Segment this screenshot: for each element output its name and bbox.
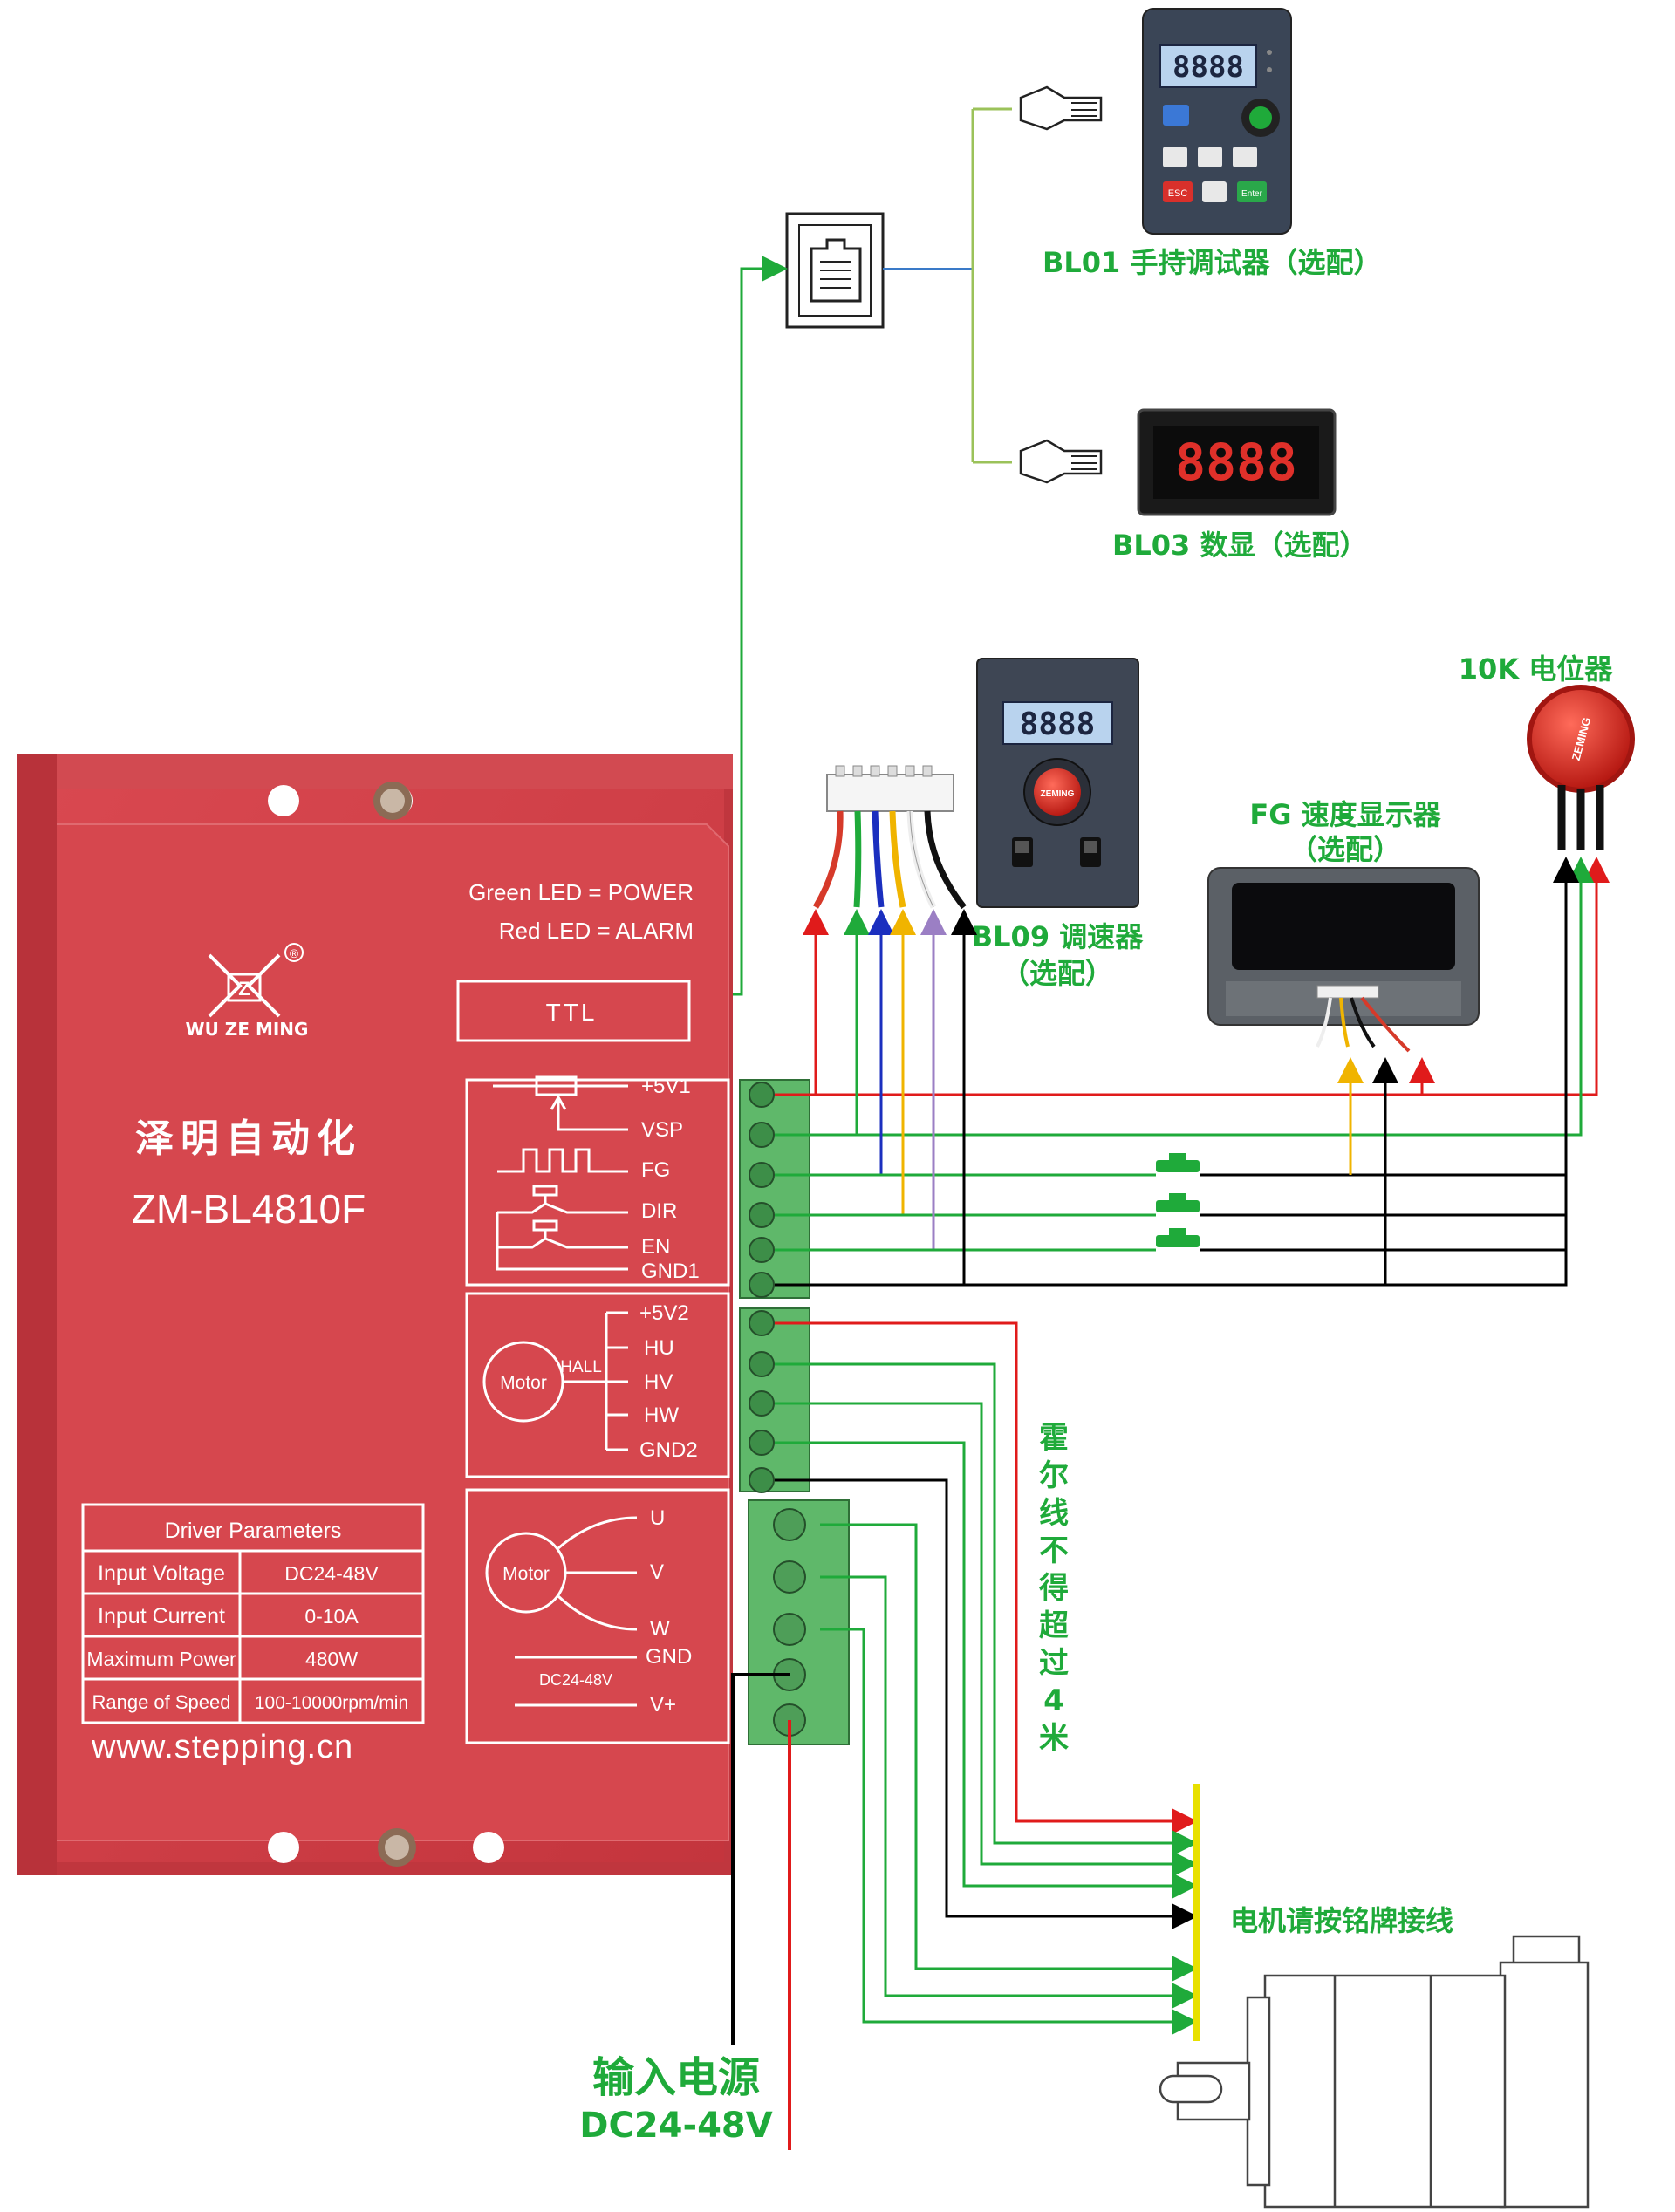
signal-terminal-block <box>739 1079 810 1299</box>
brand-name: WU ZE MING <box>186 1019 309 1040</box>
switch-icon <box>1156 1193 1200 1212</box>
pin-w: W <box>650 1617 670 1641</box>
svg-text:®: ® <box>290 946 299 960</box>
bldc-motor-icon <box>1159 1935 1590 2209</box>
pin-fg: FG <box>641 1158 670 1182</box>
pin-v: V <box>650 1560 664 1584</box>
six-pin-connector-icon <box>826 765 954 812</box>
wuzeming-logo: Z ® <box>208 943 304 1018</box>
svg-text:Z: Z <box>238 978 250 1000</box>
param-value: 100-10000rpm/min <box>255 1693 408 1713</box>
pin-gnd2: GND2 <box>639 1438 698 1462</box>
fg-display-label-line2: （选配） <box>1289 833 1401 866</box>
signal-panel <box>465 1078 730 1287</box>
hall-terminal-block <box>739 1307 810 1493</box>
pin-5v1: +5V1 <box>641 1075 691 1098</box>
hall-panel <box>465 1292 730 1478</box>
pin-5v2: +5V2 <box>639 1301 689 1325</box>
power-range: DC24-48V <box>539 1671 612 1689</box>
ttl-port <box>456 980 691 1042</box>
pin-vplus: V+ <box>650 1693 676 1717</box>
model-number: ZM-BL4810F <box>132 1186 366 1232</box>
parameters-table <box>81 1503 425 1724</box>
pin-hw: HW <box>644 1403 679 1427</box>
pin-hu: HU <box>644 1336 674 1360</box>
param-value: DC24-48V <box>284 1562 379 1585</box>
potentiometer-knob: ZEMING <box>1527 685 1635 793</box>
power-terminal-block <box>748 1499 850 1745</box>
param-value: 0-10A <box>304 1605 359 1628</box>
rj45-plug-icon <box>1019 85 1103 131</box>
bl03-display: 8888 <box>1175 433 1297 492</box>
fg-display-label-line1: FG 速度显示器 <box>1249 798 1441 831</box>
power-input-voltage: DC24-48V <box>579 2106 772 2146</box>
param-name: Input Current <box>98 1604 225 1628</box>
led-green-label: Green LED = POWER <box>468 879 694 905</box>
bl03-label: BL03 数显（选配） <box>1112 529 1367 562</box>
pin-vsp: VSP <box>641 1118 683 1142</box>
led-red-label: Red LED = ALARM <box>499 918 694 944</box>
pin-gnd: GND <box>646 1645 692 1669</box>
rj45-plug-icon <box>1019 439 1103 484</box>
hall-motor-label: Motor <box>500 1373 547 1393</box>
potentiometer-label: 10K 电位器 <box>1459 652 1613 686</box>
bl09-label-line2: （选配） <box>1002 957 1113 990</box>
bl09-speed-controller: 8888 ZEMING <box>976 658 1139 908</box>
power-motor-label: Motor <box>502 1564 550 1584</box>
bl01-enter-key: Enter <box>1241 189 1263 199</box>
hall-length-warning: 霍尔线不得超过4米 <box>1039 1421 1069 1756</box>
website: www.stepping.cn <box>91 1729 353 1765</box>
param-name: Input Voltage <box>98 1561 225 1586</box>
hall-label: HALL <box>560 1358 602 1376</box>
switch-icon <box>1156 1153 1200 1172</box>
bl09-knob-label: ZEMING <box>1041 789 1075 799</box>
pin-u: U <box>650 1506 665 1530</box>
param-value: 480W <box>305 1648 358 1670</box>
pin-dir: DIR <box>641 1199 677 1223</box>
pin-en: EN <box>641 1235 670 1259</box>
switch-icon <box>1156 1228 1200 1247</box>
params-title: Driver Parameters <box>165 1519 342 1543</box>
signal-schematic <box>493 1075 628 1271</box>
power-panel <box>465 1488 730 1744</box>
bl09-display: 8888 <box>1020 707 1096 742</box>
motor-wiring-note: 电机请按铭牌接线 <box>1230 1904 1453 1937</box>
bl01-display: 8888 <box>1172 50 1244 85</box>
power-input-label: 输入电源 <box>592 2053 760 2102</box>
bl01-handheld-debugger: 8888 ESC Enter <box>1142 8 1292 235</box>
bl01-label: BL01 手持调试器（选配） <box>1043 246 1381 279</box>
bl01-esc-key: ESC <box>1168 188 1188 199</box>
bl09-label-line1: BL09 调速器 <box>972 920 1144 953</box>
ttl-label: TTL <box>546 999 598 1026</box>
rj45-jack-icon <box>785 212 885 329</box>
company-name: 泽明自动化 <box>135 1116 362 1161</box>
pin-hv: HV <box>644 1370 673 1394</box>
param-name: Range of Speed <box>92 1691 230 1713</box>
param-name: Maximum Power <box>86 1648 236 1670</box>
bl03-digital-display: 8888 <box>1137 408 1337 516</box>
motor-connector-bar <box>1193 1784 1200 2041</box>
pin-gnd1: GND1 <box>641 1260 700 1283</box>
fg-speed-display <box>1207 867 1480 1026</box>
